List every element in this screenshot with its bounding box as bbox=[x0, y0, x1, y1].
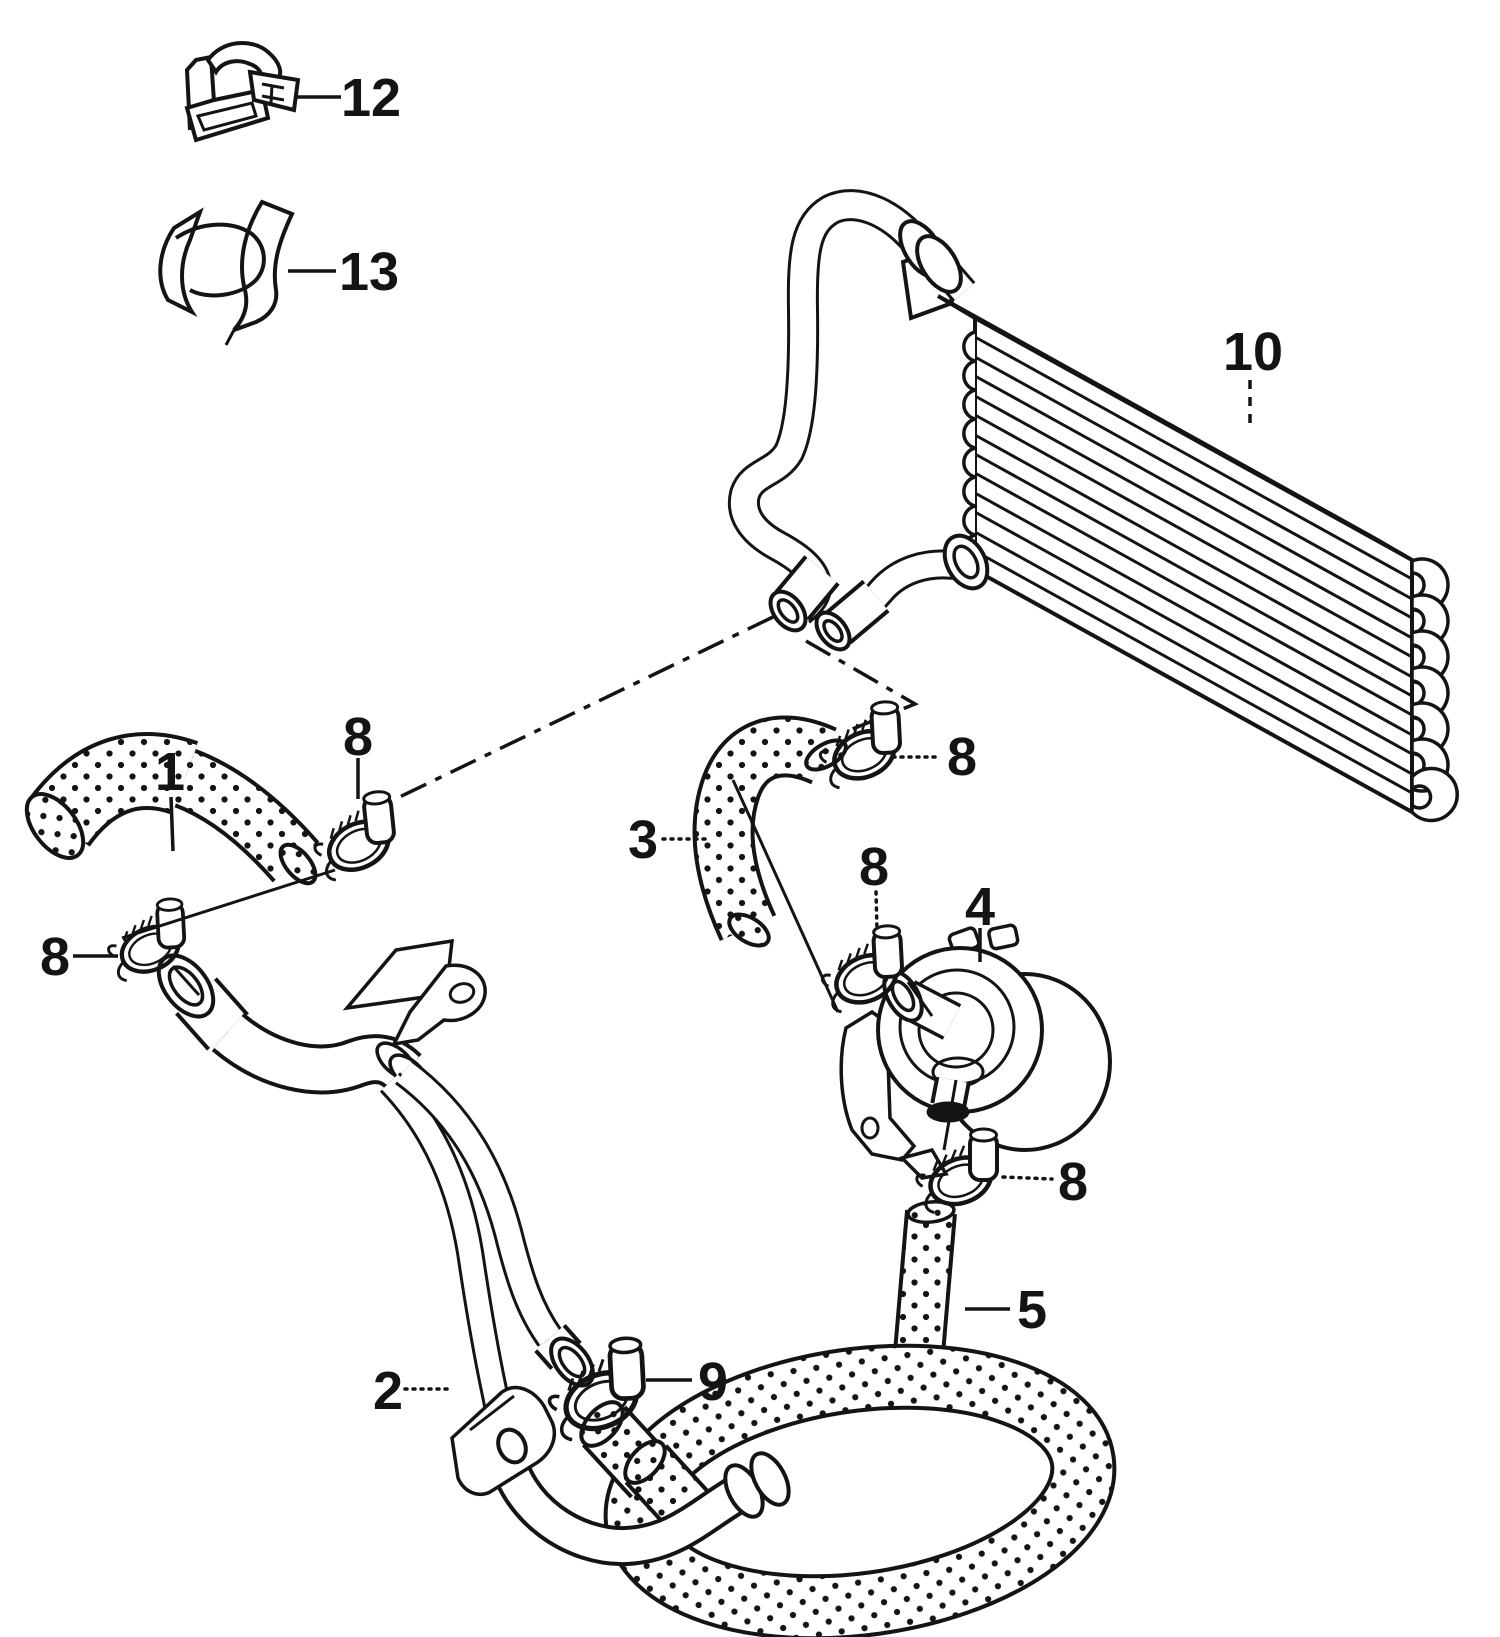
clamp-centerlines bbox=[121, 779, 958, 1151]
radiator bbox=[900, 244, 1459, 823]
callout-3: 3 bbox=[628, 810, 708, 870]
callout-4: 4 bbox=[965, 877, 995, 962]
radiator-tubes bbox=[974, 335, 1413, 795]
callout-label-13: 13 bbox=[339, 242, 399, 302]
callout-8-pump: 8 bbox=[1001, 1152, 1088, 1212]
leader-line bbox=[169, 796, 175, 852]
callout-label-8: 8 bbox=[947, 727, 977, 787]
spring-clip-13 bbox=[158, 199, 295, 346]
callout-2: 2 bbox=[373, 1361, 450, 1421]
callout-label-1: 1 bbox=[155, 742, 185, 802]
callout-10: 10 bbox=[1223, 322, 1283, 428]
loop-hose-end-b bbox=[623, 1439, 667, 1485]
radiator-inlet-hose bbox=[727, 189, 976, 633]
callout-13: 13 bbox=[288, 242, 399, 302]
callout-label-9: 9 bbox=[698, 1352, 728, 1412]
leader-line bbox=[1001, 1175, 1054, 1181]
callout-label-8: 8 bbox=[1058, 1152, 1088, 1212]
radiator-left-tube-bends bbox=[962, 330, 976, 566]
coolant-hose-1 bbox=[24, 732, 320, 886]
loop-hose-end-a bbox=[579, 1400, 625, 1448]
callout-label-2: 2 bbox=[373, 1361, 403, 1421]
radiator-serpentine-bends bbox=[1410, 557, 1459, 823]
callout-8-hose3-top: 8 bbox=[891, 727, 977, 787]
callout-label-10: 10 bbox=[1223, 322, 1283, 382]
callout-label-8: 8 bbox=[859, 837, 889, 897]
coolant-pipe-2-lower bbox=[450, 1385, 791, 1567]
callout-label-12: 12 bbox=[341, 68, 401, 128]
bottom-loop-hose bbox=[579, 1343, 1117, 1637]
callout-8-hose3-bottom: 8 bbox=[859, 837, 889, 932]
pump-bracket bbox=[839, 1009, 917, 1162]
radiator-outlet-pipe bbox=[814, 533, 990, 652]
callout-12: 12 bbox=[295, 68, 401, 128]
callout-8-left: 8 bbox=[40, 927, 118, 987]
callouts: 12 13 10 1 8 8 3 8 bbox=[40, 68, 1283, 1421]
coolant-hose-3 bbox=[692, 715, 848, 948]
hose-1-end-opening bbox=[24, 792, 86, 860]
callout-label-8: 8 bbox=[343, 707, 373, 767]
hose-clamp-8-hose1 bbox=[303, 785, 411, 884]
callout-label-8: 8 bbox=[40, 927, 70, 987]
retaining-clip-12 bbox=[184, 40, 301, 143]
callout-8-hose1: 8 bbox=[343, 707, 373, 799]
callout-1: 1 bbox=[155, 742, 185, 852]
callout-label-3: 3 bbox=[628, 810, 658, 870]
leader-line bbox=[874, 890, 879, 932]
callout-label-4: 4 bbox=[965, 877, 995, 937]
callout-5: 5 bbox=[965, 1280, 1047, 1340]
callout-label-5: 5 bbox=[1017, 1280, 1047, 1340]
callout-9: 9 bbox=[646, 1352, 728, 1412]
